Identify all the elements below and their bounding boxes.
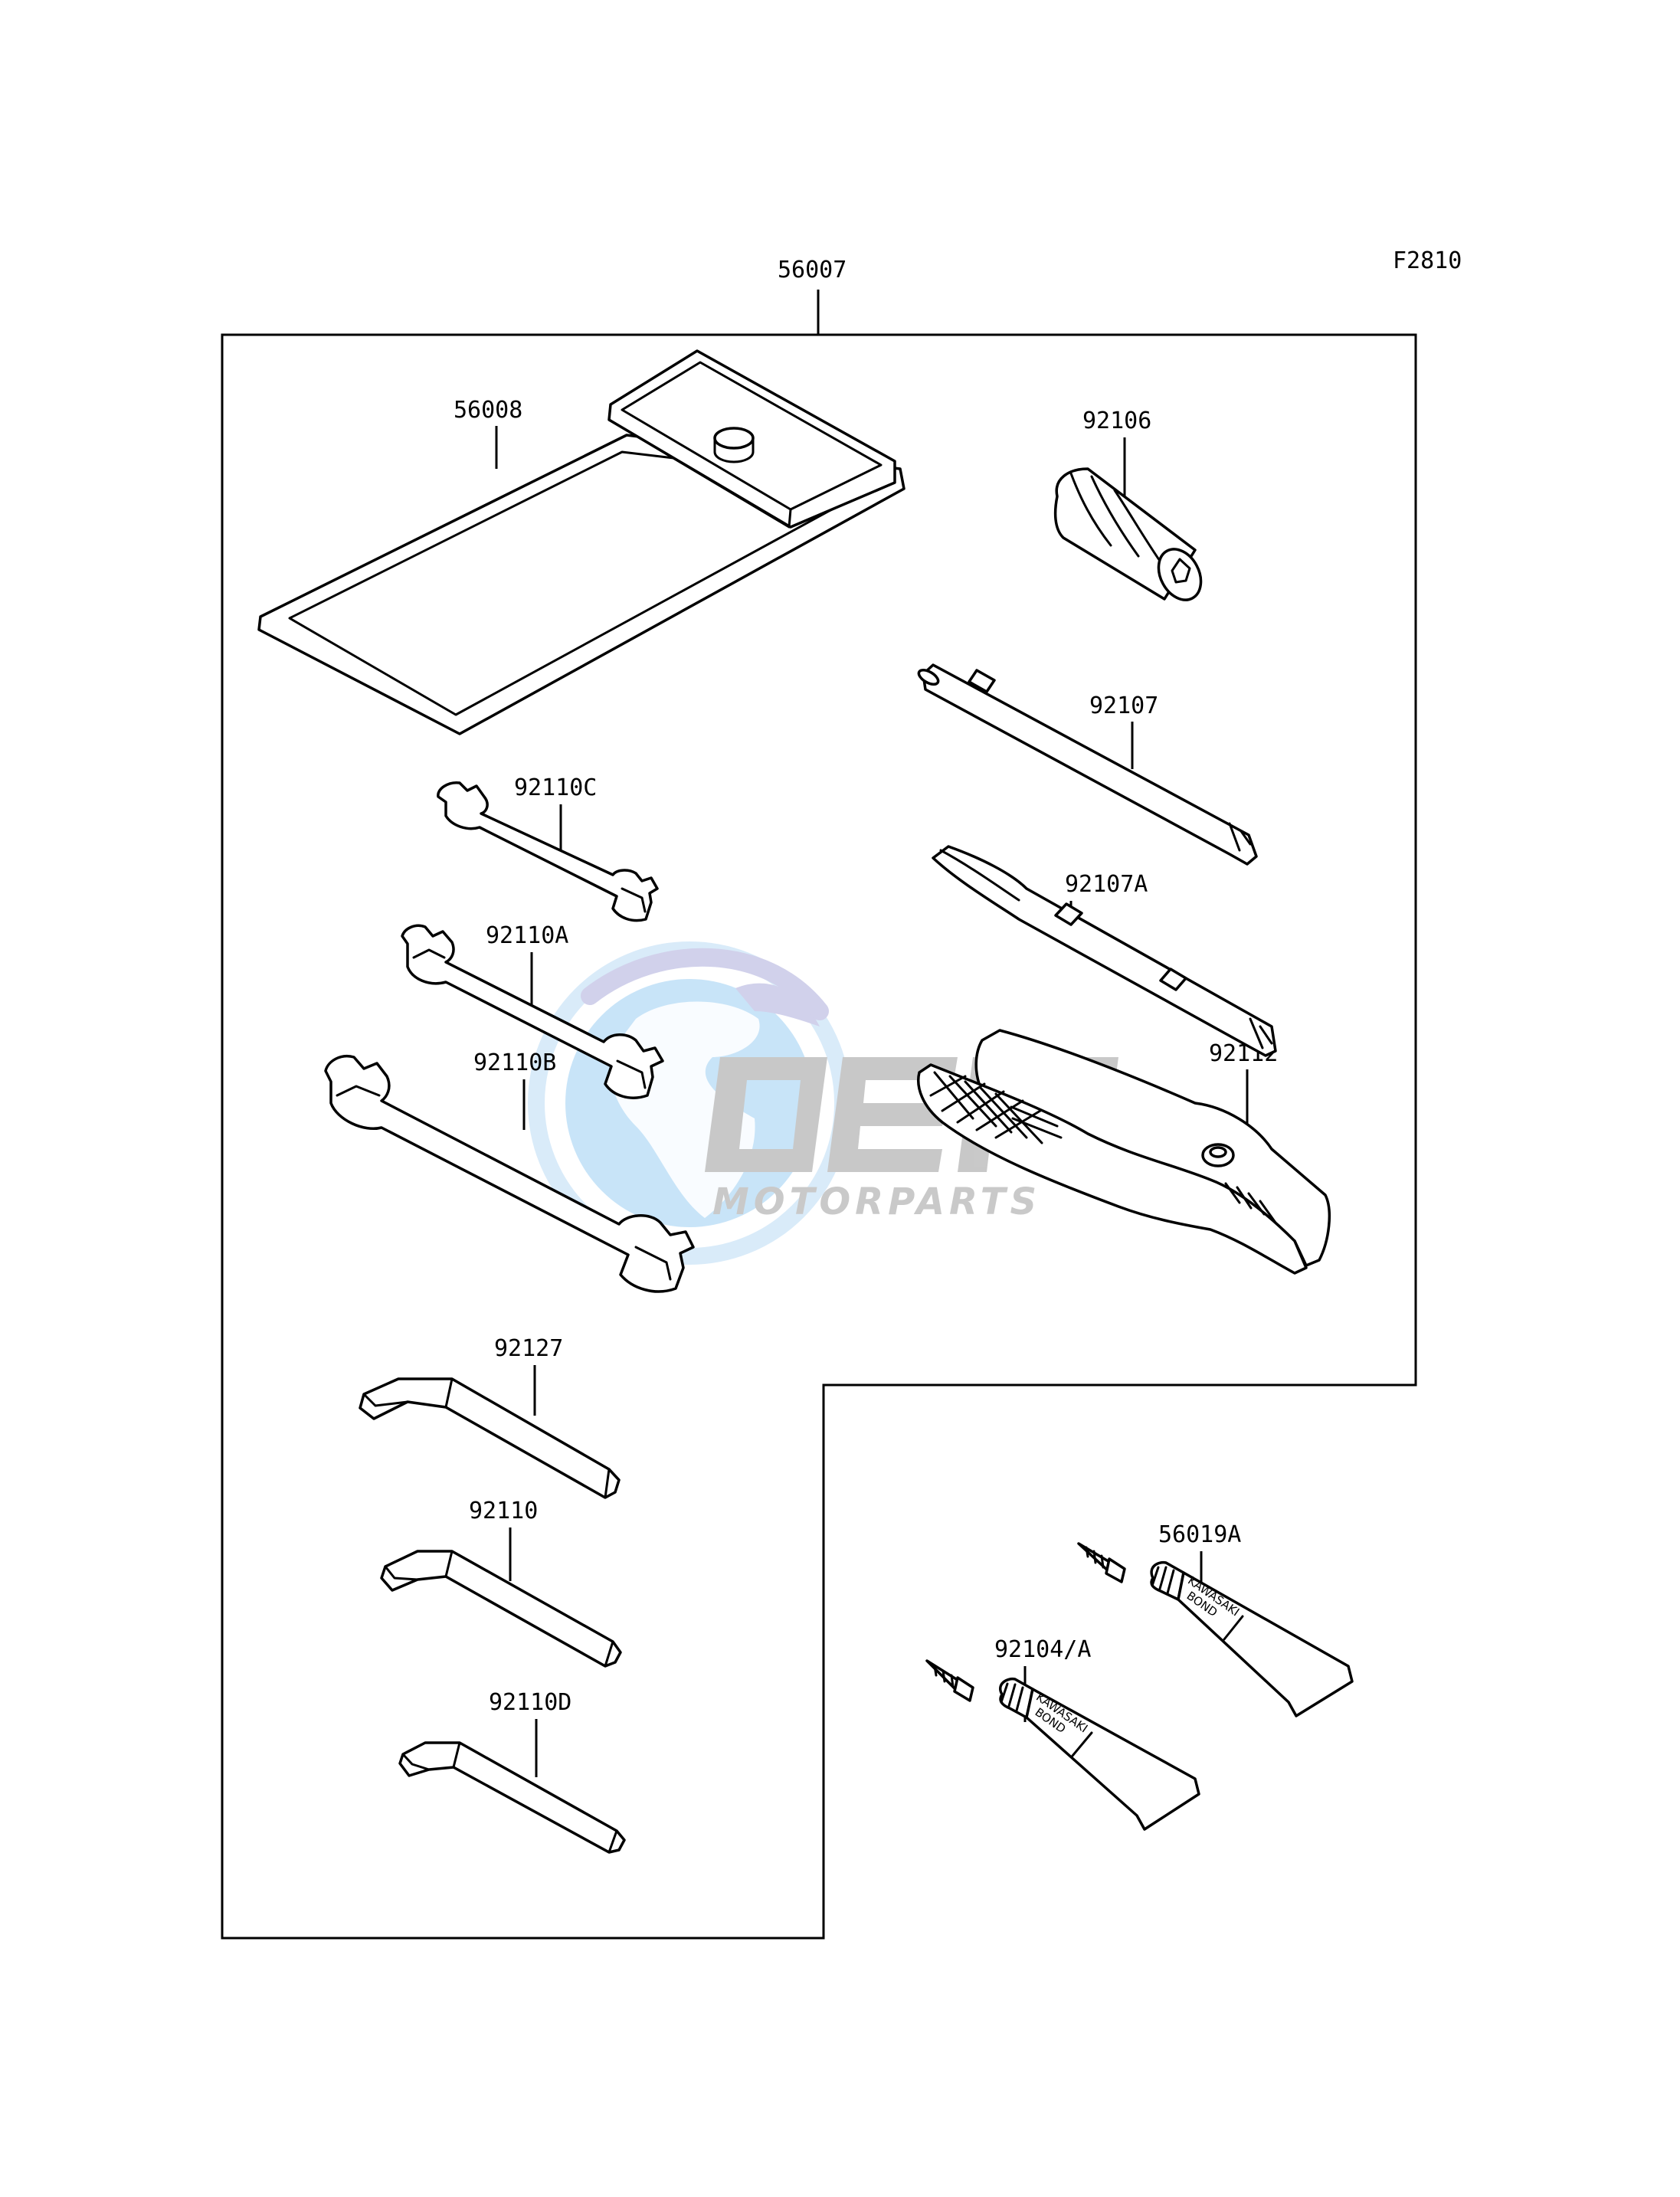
assembly-boundary: [221, 333, 1417, 1940]
part-label-92110C: 92110C: [514, 774, 597, 801]
part-label-92110A: 92110A: [486, 922, 568, 949]
flat-phillips-screwdriver-bit: [932, 845, 1277, 1057]
bond-tube-92104A: KAWASAKI BOND: [925, 1659, 1200, 1831]
hex-key-92127: [359, 1377, 621, 1499]
phillips-screwdriver-shaft: [917, 663, 1258, 866]
part-label-92106: 92106: [1082, 408, 1151, 434]
part-label-92104A: 92104/A: [994, 1636, 1091, 1663]
part-label-92107: 92107: [1089, 692, 1158, 719]
watermark-arc: [581, 948, 829, 1020]
part-label-56008: 56008: [454, 397, 522, 424]
open-end-wrench-small: [437, 781, 659, 922]
watermark-tagline: MOTORPARTS: [712, 1180, 1041, 1223]
figure-code: F2810: [1393, 247, 1462, 274]
hex-key-92110D: [398, 1741, 626, 1854]
part-label-92107A: 92107A: [1065, 871, 1148, 898]
part-label-92127: 92127: [494, 1335, 563, 1362]
open-end-wrench-large: [324, 1055, 695, 1293]
part-label-92110D: 92110D: [489, 1689, 571, 1716]
part-label-56019A: 56019A: [1158, 1521, 1241, 1548]
part-label-92110B: 92110B: [473, 1049, 556, 1076]
pliers: [917, 1029, 1331, 1275]
part-label-56007: 56007: [778, 257, 847, 283]
open-end-wrench-medium: [401, 924, 664, 1099]
hex-key-92110: [380, 1550, 622, 1668]
bond-tube-56019A: KAWASAKI BOND: [1077, 1542, 1354, 1717]
screwdriver-handle: [1053, 467, 1203, 601]
part-label-92110: 92110: [469, 1498, 538, 1524]
tool-bag: [257, 349, 905, 735]
